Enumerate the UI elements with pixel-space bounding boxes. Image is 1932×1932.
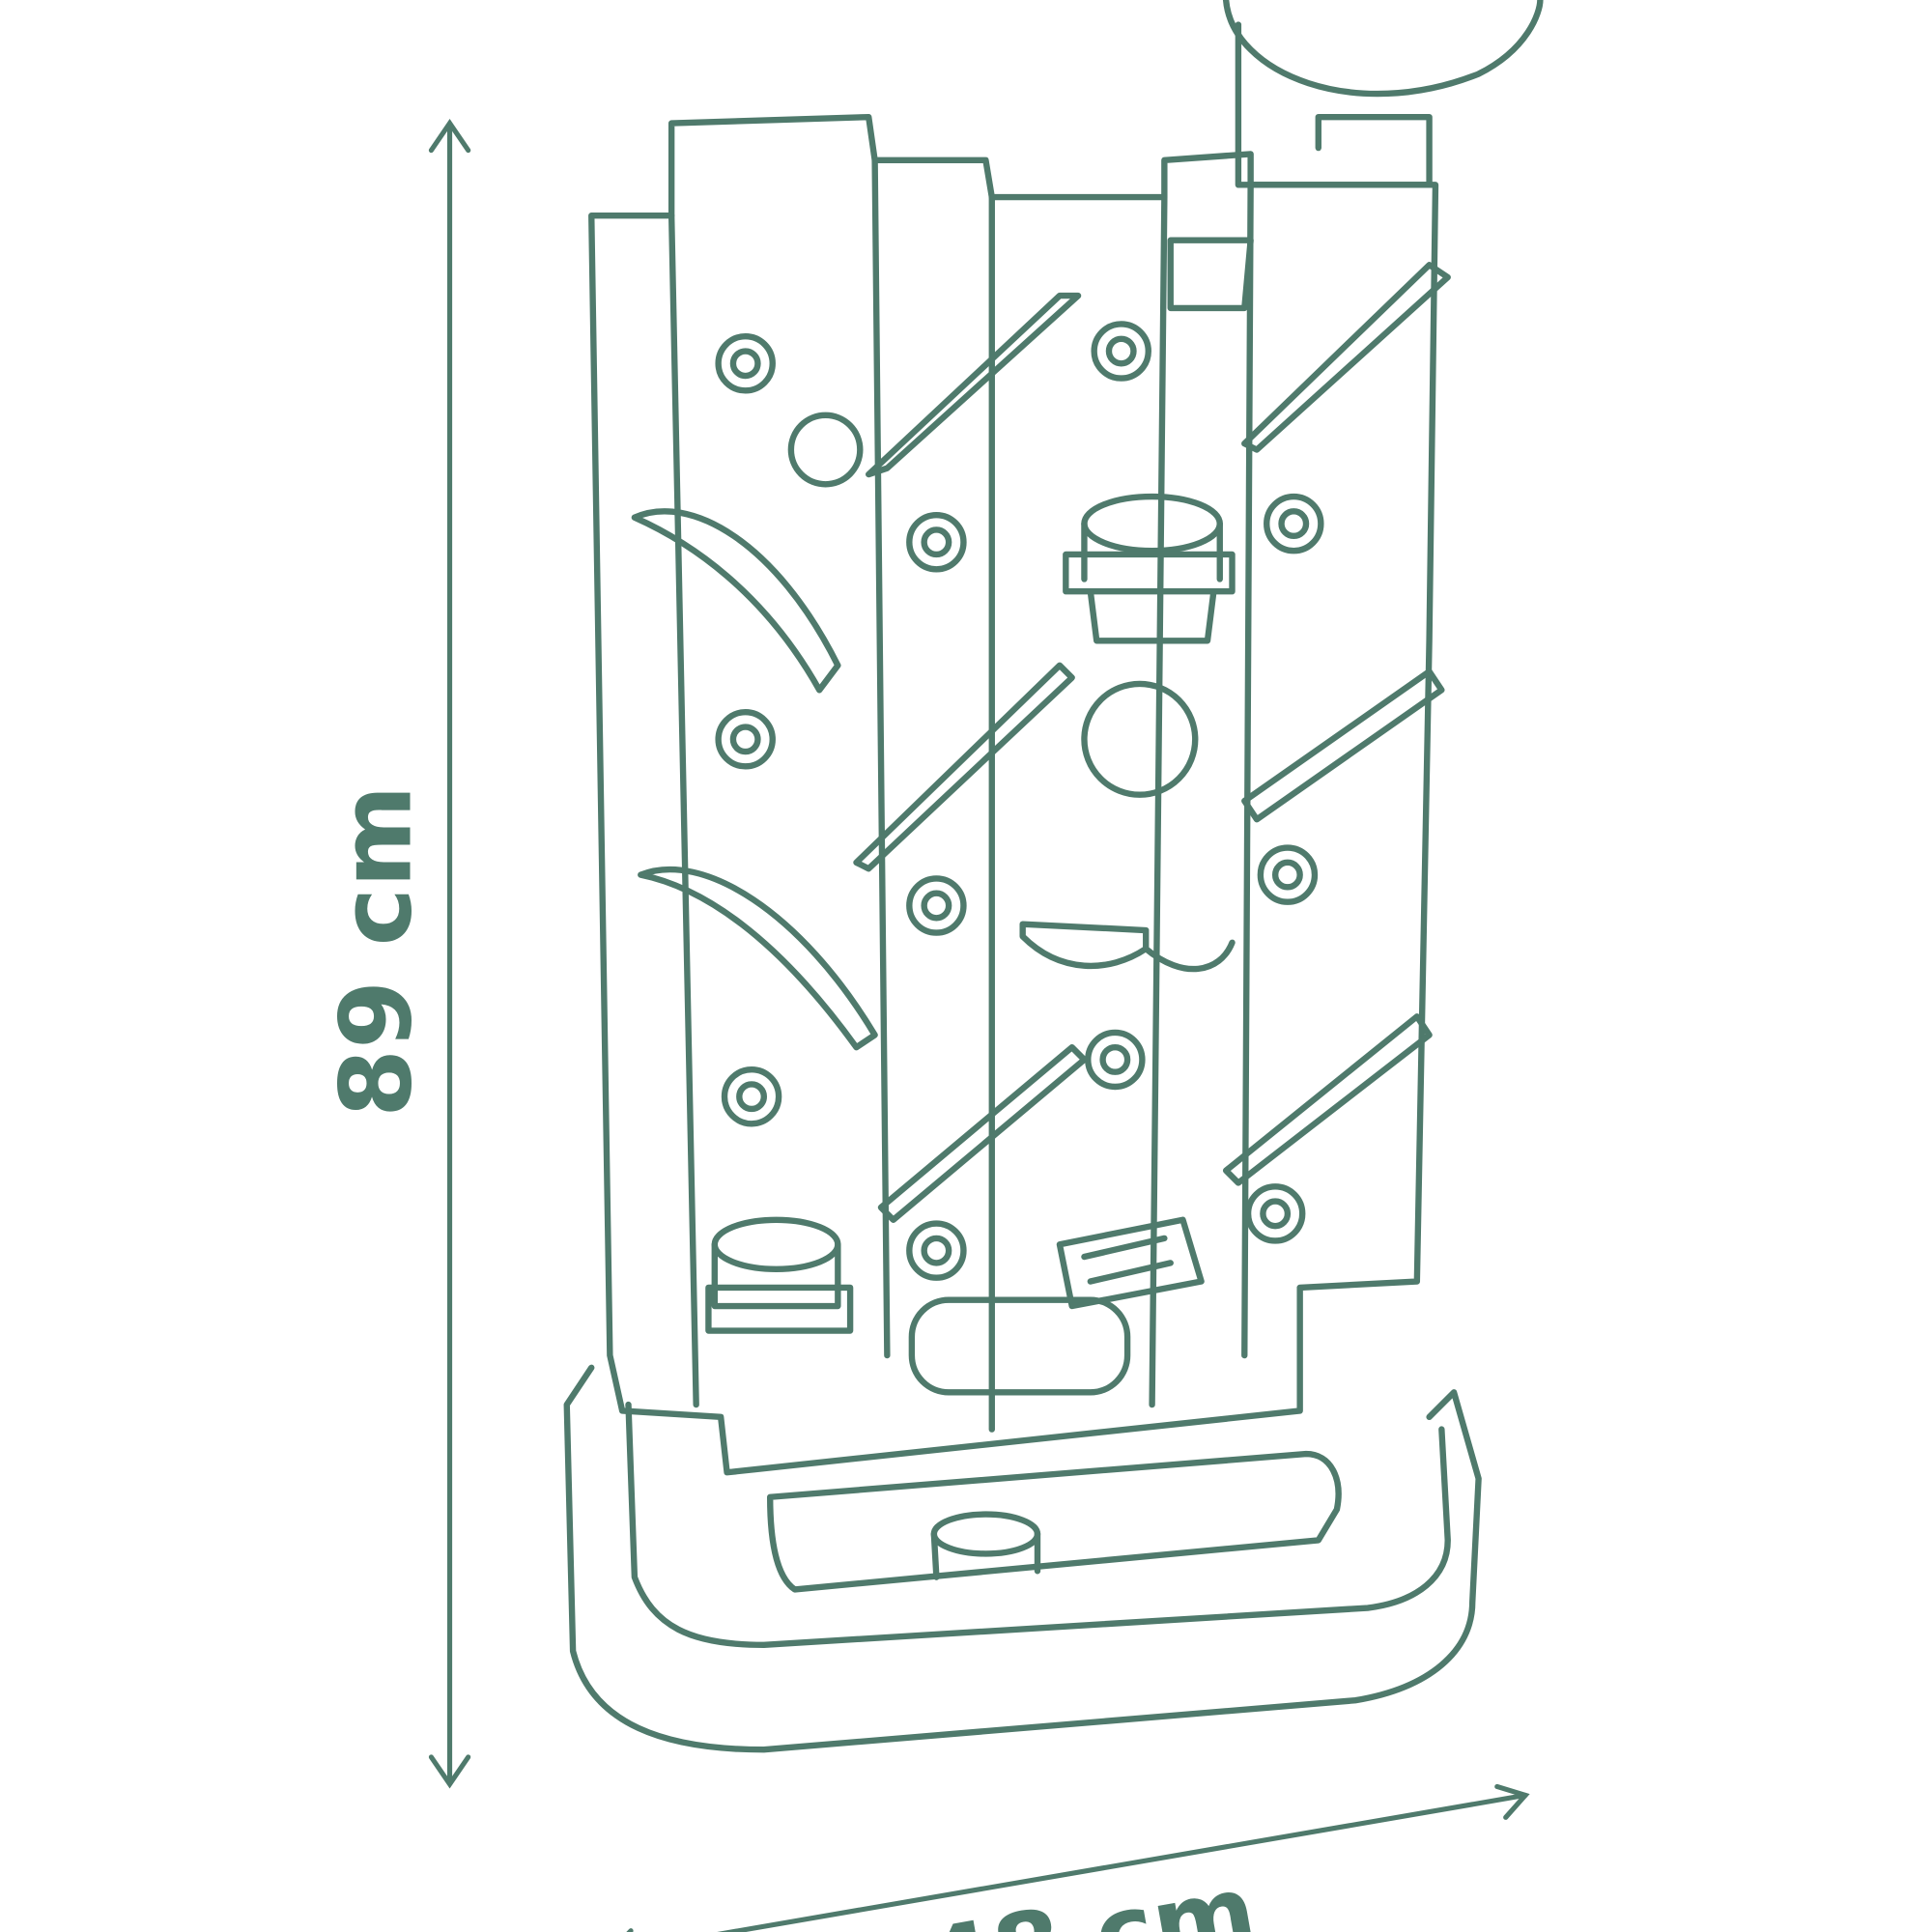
peg-icons bbox=[715, 321, 1324, 1281]
width-dimension-arrow bbox=[626, 1783, 1530, 1932]
height-dimension-arrow bbox=[428, 119, 471, 1789]
water-tower-illustration bbox=[563, 0, 1544, 1753]
cup-shapes bbox=[705, 493, 1236, 1396]
chute-shapes bbox=[631, 262, 1451, 1223]
height-label: 89 cm bbox=[320, 785, 435, 1118]
